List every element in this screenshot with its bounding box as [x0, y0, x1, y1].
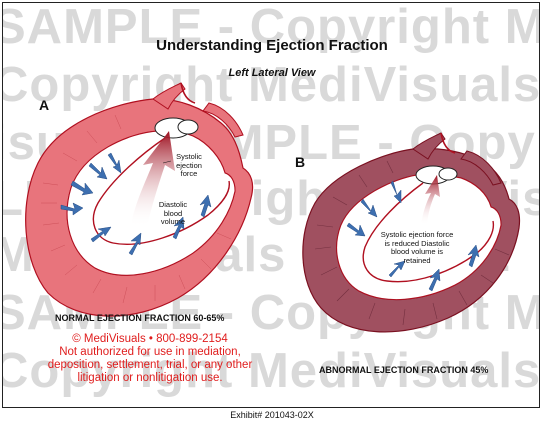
illustration-frame: SAMPLE - Copyright M Copyright MediVisua… [2, 2, 540, 408]
exhibit-number: Exhibit# 201043-02X [230, 410, 314, 420]
caption-abnormal: ABNORMAL EJECTION FRACTION 45% [319, 365, 489, 375]
diastolic-arrows-a [60, 152, 212, 256]
copyright-notice: © MediVisuals • 800-899-2154 Not authori… [39, 333, 261, 385]
heart-b-abnormal [302, 132, 521, 333]
systolic-arrow-b [421, 175, 440, 225]
panel-a-letter: A [39, 97, 50, 113]
heart-illustration [25, 82, 521, 333]
label-systolic-force: Systolic ejection force [176, 152, 202, 179]
page-subtitle: Left Lateral View [228, 67, 316, 79]
watermark-line: Copyright MediVisuals [2, 344, 540, 398]
systolic-arrow-a [131, 131, 175, 227]
copyright-line1: © MediVisuals • 800-899-2154 [72, 333, 228, 345]
copyright-line2: Not authorized for use in mediation, dep… [47, 345, 253, 384]
watermark-line: SAMPLE - Copyright M [2, 2, 540, 54]
label-diastolic-volume: Diastolic blood volume [158, 200, 188, 227]
label-reduced-force: Systolic ejection force is reduced Diast… [380, 230, 454, 265]
panel-b-letter: B [295, 154, 306, 170]
heart-b-cavity [336, 174, 502, 300]
heart-a-normal [25, 82, 254, 317]
diastolic-arrows-b [346, 180, 480, 292]
page-title: Understanding Ejection Fraction [156, 37, 388, 54]
caption-normal: NORMAL EJECTION FRACTION 60-65% [55, 313, 225, 323]
watermark-line: Copyright MediVisuals [2, 58, 540, 112]
